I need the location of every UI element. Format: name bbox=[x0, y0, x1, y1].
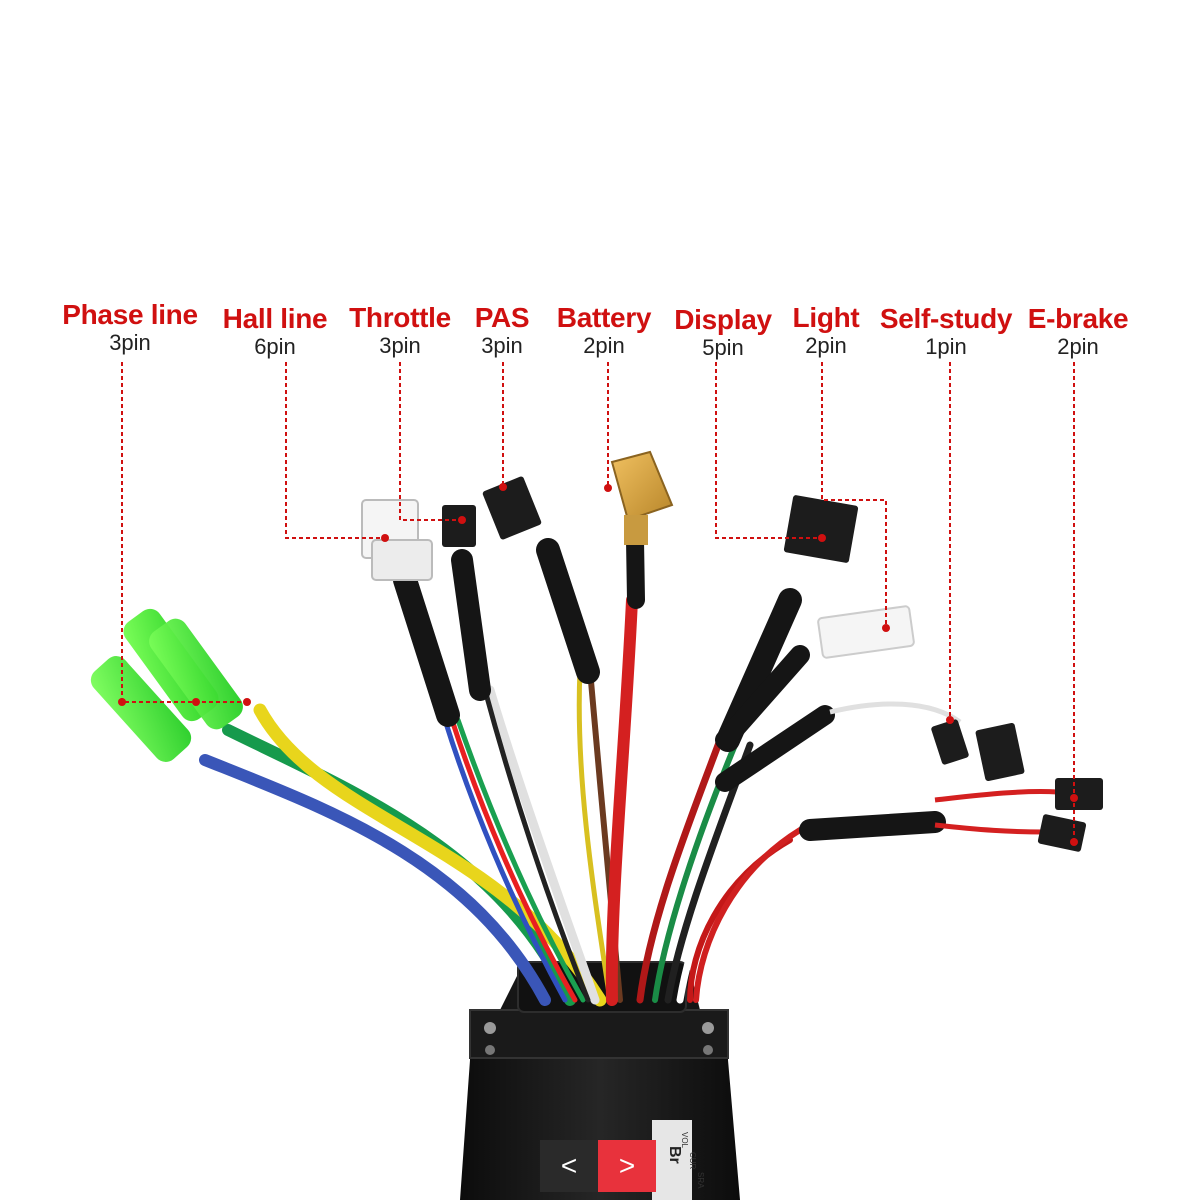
screw bbox=[702, 1022, 714, 1034]
label-pins: 3pin bbox=[109, 330, 151, 355]
display-connector bbox=[783, 495, 859, 563]
leader-dot bbox=[1070, 838, 1078, 846]
label-battery: Battery 2pin bbox=[556, 302, 652, 359]
leader-dot bbox=[604, 484, 612, 492]
label-name: Throttle bbox=[349, 302, 451, 333]
leader-display bbox=[715, 362, 822, 539]
label-name: Display bbox=[674, 304, 772, 335]
hall-connector bbox=[361, 499, 433, 581]
leader-dot bbox=[381, 534, 389, 542]
label-pins: 2pin bbox=[583, 333, 625, 358]
label-pins: 1pin bbox=[925, 334, 967, 359]
label-e-brake: E-brake 2pin bbox=[1028, 304, 1129, 360]
signal-wires bbox=[442, 594, 803, 1006]
controller-housing: Br VOL CUR SRA bbox=[460, 961, 740, 1200]
label-light: Light 2pin bbox=[793, 303, 860, 359]
leader-dot bbox=[458, 516, 466, 524]
gallery-prev-button[interactable]: < bbox=[540, 1140, 598, 1192]
leader-dot bbox=[818, 534, 826, 542]
light-connector bbox=[817, 605, 915, 659]
battery-xt60-connector bbox=[610, 450, 674, 545]
leader-dot bbox=[192, 698, 200, 706]
leader-dot bbox=[499, 483, 507, 491]
leader-light bbox=[821, 362, 887, 628]
throttle-connector bbox=[442, 505, 476, 547]
label-pins: 6pin bbox=[254, 334, 296, 359]
self-study-connector bbox=[829, 701, 1025, 782]
label-name: Battery bbox=[556, 302, 652, 333]
label-pas: PAS 3pin bbox=[475, 303, 530, 359]
screw bbox=[703, 1045, 713, 1055]
chevron-right-icon: > bbox=[618, 1150, 636, 1181]
spec-label-line: CUR bbox=[688, 1152, 697, 1170]
label-throttle: Throttle 3pin bbox=[349, 303, 451, 359]
label-name: Self-study bbox=[879, 303, 1013, 334]
screw bbox=[484, 1022, 496, 1034]
spec-label-brand: Br bbox=[666, 1146, 683, 1164]
label-name: Hall line bbox=[222, 303, 328, 334]
leader-endpoints bbox=[118, 483, 1078, 846]
label-self-study: Self-study 1pin bbox=[879, 303, 1013, 360]
label-phase-line: Phase line 3pin bbox=[62, 300, 198, 356]
label-name: Light bbox=[792, 302, 860, 333]
leader-dot bbox=[882, 624, 890, 632]
label-name: PAS bbox=[474, 302, 530, 333]
label-pins: 2pin bbox=[805, 333, 847, 358]
label-hall-line: Hall line 6pin bbox=[223, 304, 328, 360]
leader-dot bbox=[243, 698, 251, 706]
heat-shrink-sleeves bbox=[393, 531, 946, 841]
leader-dot bbox=[118, 698, 126, 706]
label-pins: 5pin bbox=[702, 335, 744, 360]
leader-dot bbox=[1070, 794, 1078, 802]
leader-throttle bbox=[399, 362, 462, 521]
phase-connector bbox=[90, 656, 192, 762]
label-pins: 2pin bbox=[1057, 334, 1099, 359]
spec-label-sticker bbox=[652, 1120, 692, 1200]
gallery-next-button[interactable]: > bbox=[598, 1140, 656, 1192]
spec-label-line: SRA bbox=[696, 1172, 705, 1189]
spec-label-line: VOL bbox=[680, 1132, 689, 1149]
label-pins: 3pin bbox=[379, 333, 421, 358]
label-display: Display 5pin bbox=[674, 305, 772, 361]
chevron-left-icon: < bbox=[560, 1150, 578, 1181]
phase-connectors bbox=[90, 608, 243, 762]
label-name: E-brake bbox=[1027, 303, 1129, 334]
pas-connector bbox=[482, 476, 542, 540]
leader-hall-line bbox=[285, 362, 385, 539]
screw bbox=[485, 1045, 495, 1055]
label-name: Phase line bbox=[62, 299, 198, 330]
leader-dot bbox=[946, 716, 954, 724]
label-pins: 3pin bbox=[481, 333, 523, 358]
